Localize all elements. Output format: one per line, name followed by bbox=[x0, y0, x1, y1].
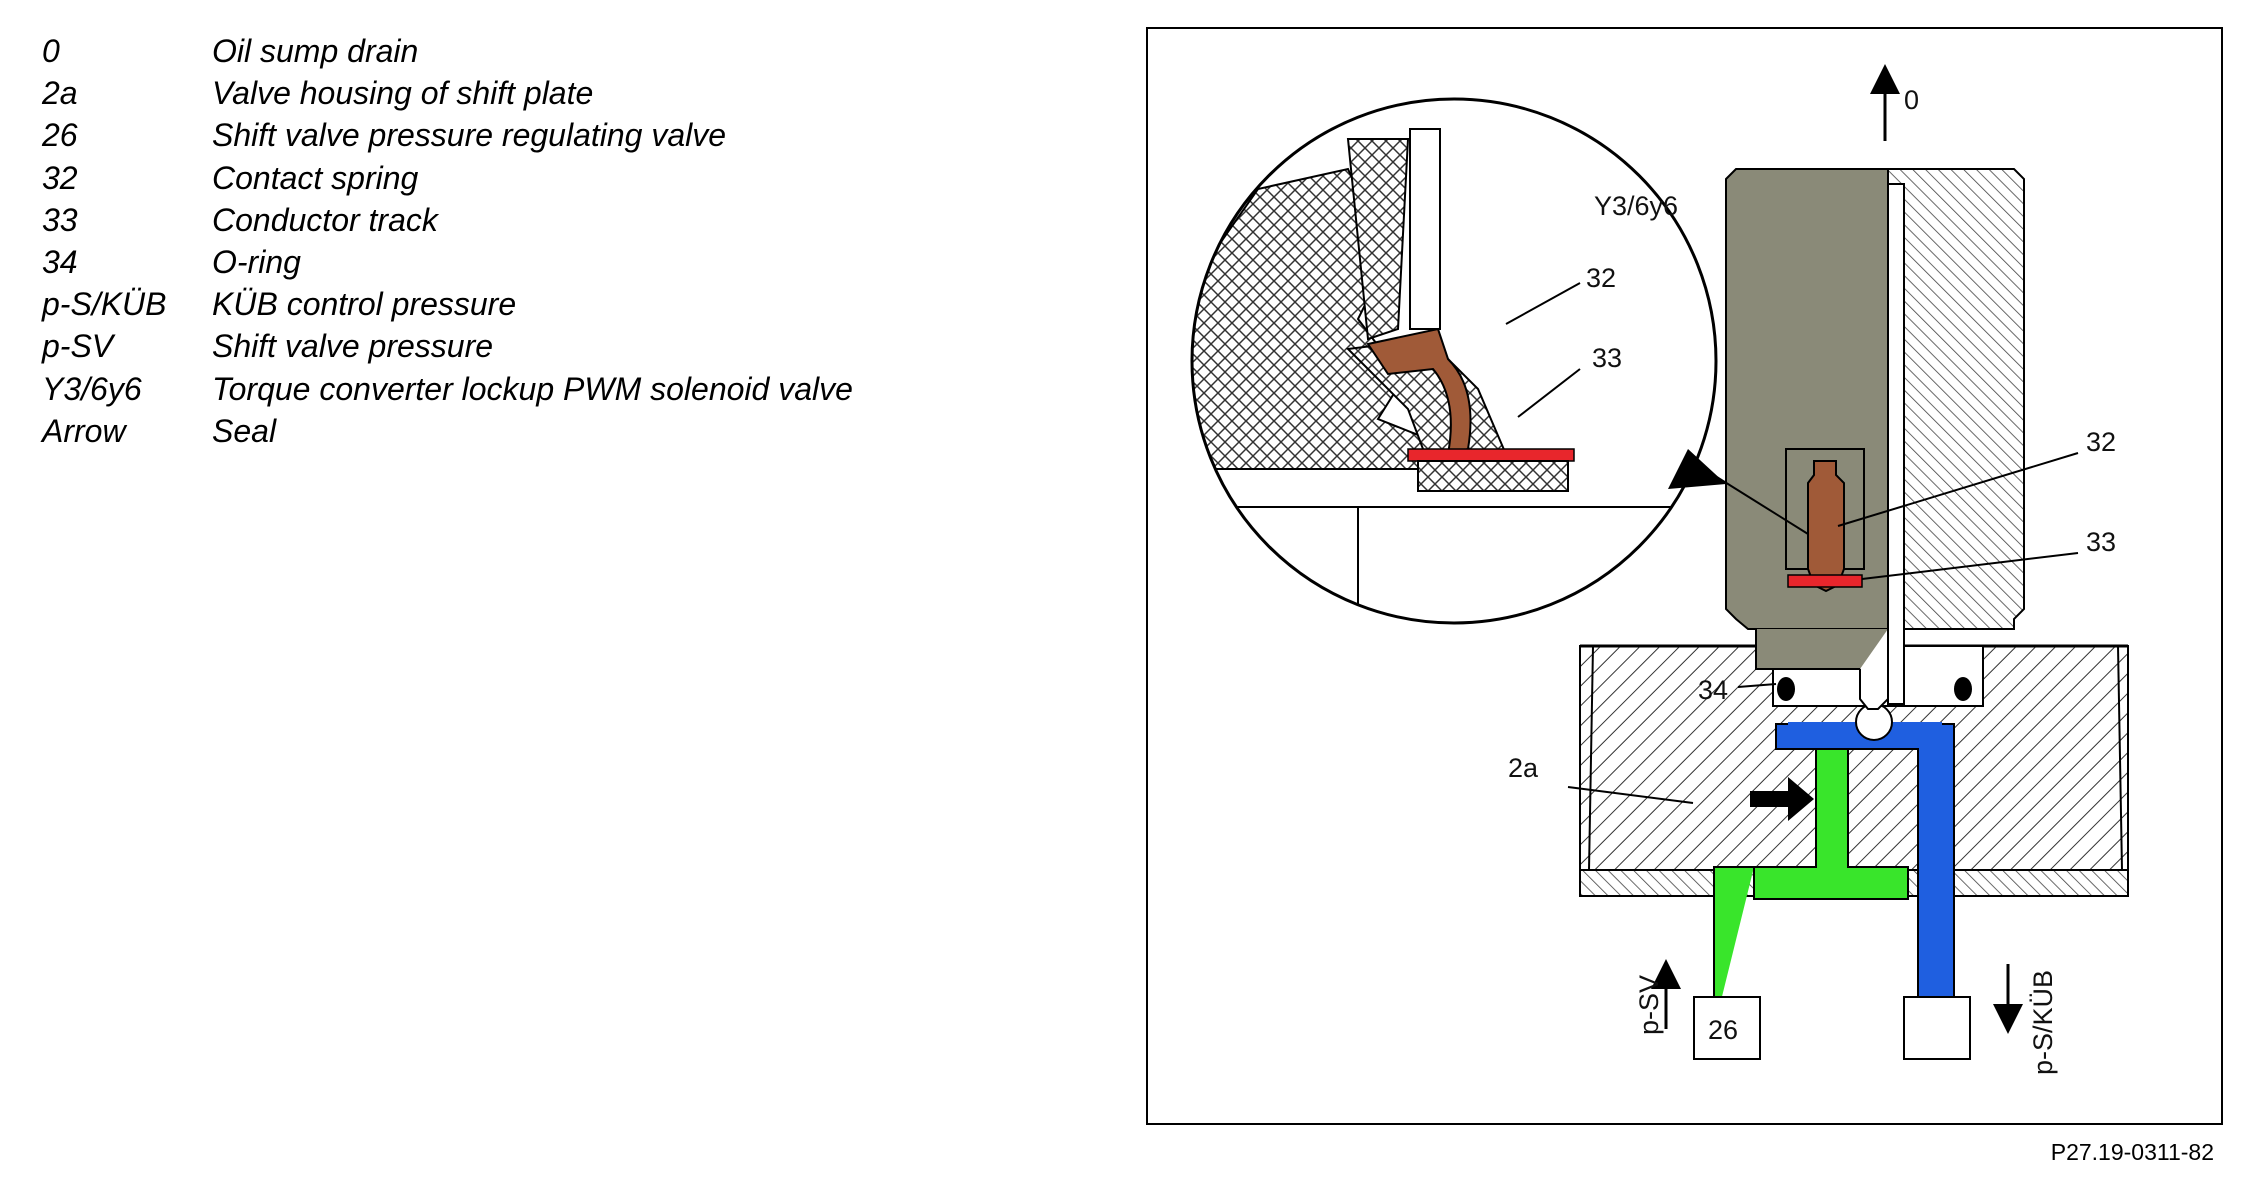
legend-row: Y3/6y6 Torque converter lockup PWM soleno… bbox=[42, 368, 853, 410]
legend-key: Arrow bbox=[42, 412, 126, 449]
legend-desc: Torque converter lockup PWM solenoid val… bbox=[212, 370, 853, 407]
legend-key: 34 bbox=[42, 244, 78, 281]
label-track: 33 bbox=[2086, 527, 2116, 557]
legend-row: 32 Contact spring bbox=[42, 157, 853, 199]
legend-row: 34 O-ring bbox=[42, 241, 853, 283]
legend-row: Arrow Seal bbox=[42, 410, 853, 452]
label-solenoid: Y3/6y6 bbox=[1594, 191, 1678, 221]
legend-key: Y3/6y6 bbox=[42, 370, 142, 407]
seal-arrow bbox=[1750, 777, 1814, 821]
legend-row: 26 Shift valve pressure regulating valve bbox=[42, 114, 853, 156]
label-pskub: p-S/KÜB bbox=[2028, 970, 2058, 1075]
legend-desc: Contact spring bbox=[212, 159, 419, 196]
legend-row: 0 Oil sump drain bbox=[42, 30, 853, 72]
legend-key: 32 bbox=[42, 159, 78, 196]
figure-reference: P27.19-0311-82 bbox=[2050, 1139, 2214, 1165]
legend-desc: Seal bbox=[212, 412, 277, 449]
legend-desc: Shift valve pressure regulating valve bbox=[212, 117, 727, 154]
legend-key: p-S/KÜB bbox=[42, 286, 167, 323]
legend-desc: KÜB control pressure bbox=[212, 286, 517, 323]
label-oring: 34 bbox=[1698, 675, 1728, 705]
legend-desc: Shift valve pressure bbox=[212, 328, 494, 365]
detail-magnifier bbox=[1190, 97, 1809, 625]
legend-desc: Oil sump drain bbox=[212, 33, 419, 69]
label-track-detail: 33 bbox=[1592, 343, 1622, 373]
valve-housing bbox=[1579, 644, 2129, 897]
legend-key: 2a bbox=[42, 75, 78, 112]
label-spring: 32 bbox=[2086, 427, 2116, 457]
o-ring bbox=[1777, 677, 1795, 701]
leader-lines bbox=[1505, 282, 2079, 804]
regulator-box bbox=[1693, 996, 1761, 1060]
conductor-track bbox=[1787, 574, 1863, 588]
diagram-frame: 0 Y3/6y6 32 33 32 33 34 2a 26 p-SV p-S/K… bbox=[1146, 27, 2223, 1125]
legend-key: 26 bbox=[42, 117, 78, 154]
legend: 0 Oil sump drain 2a Valve housing of shift… bbox=[42, 30, 853, 452]
legend-desc: O-ring bbox=[212, 244, 301, 281]
legend-row: p-SV Shift valve pressure bbox=[42, 325, 853, 367]
legend-row: 2a Valve housing of shift plate bbox=[42, 72, 853, 114]
contact-spring bbox=[1807, 460, 1845, 593]
label-regulator: 26 bbox=[1708, 1015, 1738, 1045]
legend-desc: Conductor track bbox=[212, 201, 438, 238]
legend-row: p-S/KÜB KÜB control pressure bbox=[42, 283, 853, 325]
label-spring-detail: 32 bbox=[1586, 263, 1616, 293]
solenoid-valve-diagram: 0 Y3/6y6 32 33 32 33 34 2a 26 p-SV p-S/K… bbox=[1190, 64, 2129, 1075]
conductor-track-detail bbox=[1407, 448, 1575, 462]
label-psv: p-SV bbox=[1634, 975, 1664, 1035]
legend-row: 33 Conductor track bbox=[42, 199, 853, 241]
label-drain: 0 bbox=[1904, 85, 1919, 115]
label-housing: 2a bbox=[1508, 753, 1539, 783]
legend-key: p-SV bbox=[42, 328, 114, 365]
pressure-channel-sv bbox=[1713, 728, 1909, 1029]
legend-key: 0 bbox=[42, 33, 60, 69]
solenoid-valve bbox=[1725, 168, 2025, 710]
legend-desc: Valve housing of shift plate bbox=[212, 75, 594, 112]
legend-key: 33 bbox=[42, 201, 78, 238]
o-ring bbox=[1954, 677, 1972, 701]
blank-box bbox=[1903, 996, 1971, 1060]
